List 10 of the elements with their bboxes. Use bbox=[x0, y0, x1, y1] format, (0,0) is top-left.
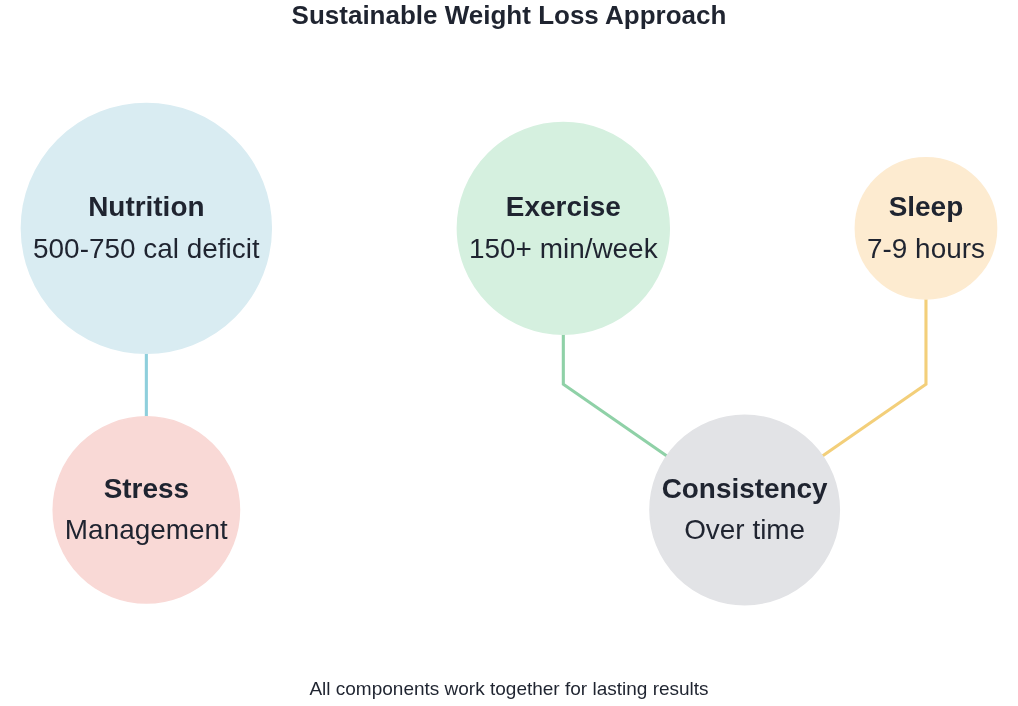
node-circle: Consistency Over time bbox=[649, 415, 841, 606]
connector bbox=[821, 299, 928, 458]
connector bbox=[144, 353, 148, 418]
node-circle: Stress Management bbox=[52, 416, 241, 605]
caption: All components work together for lasting results bbox=[309, 678, 709, 700]
node-circle: Exercise 150+ min/week bbox=[456, 122, 670, 336]
connector bbox=[561, 334, 668, 458]
node-circle: Sleep 7-9 hours bbox=[854, 157, 998, 301]
node-circle: Nutrition 500-750 cal deficit bbox=[20, 103, 273, 355]
diagram-title: Sustainable Weight Loss Approach bbox=[291, 0, 727, 31]
